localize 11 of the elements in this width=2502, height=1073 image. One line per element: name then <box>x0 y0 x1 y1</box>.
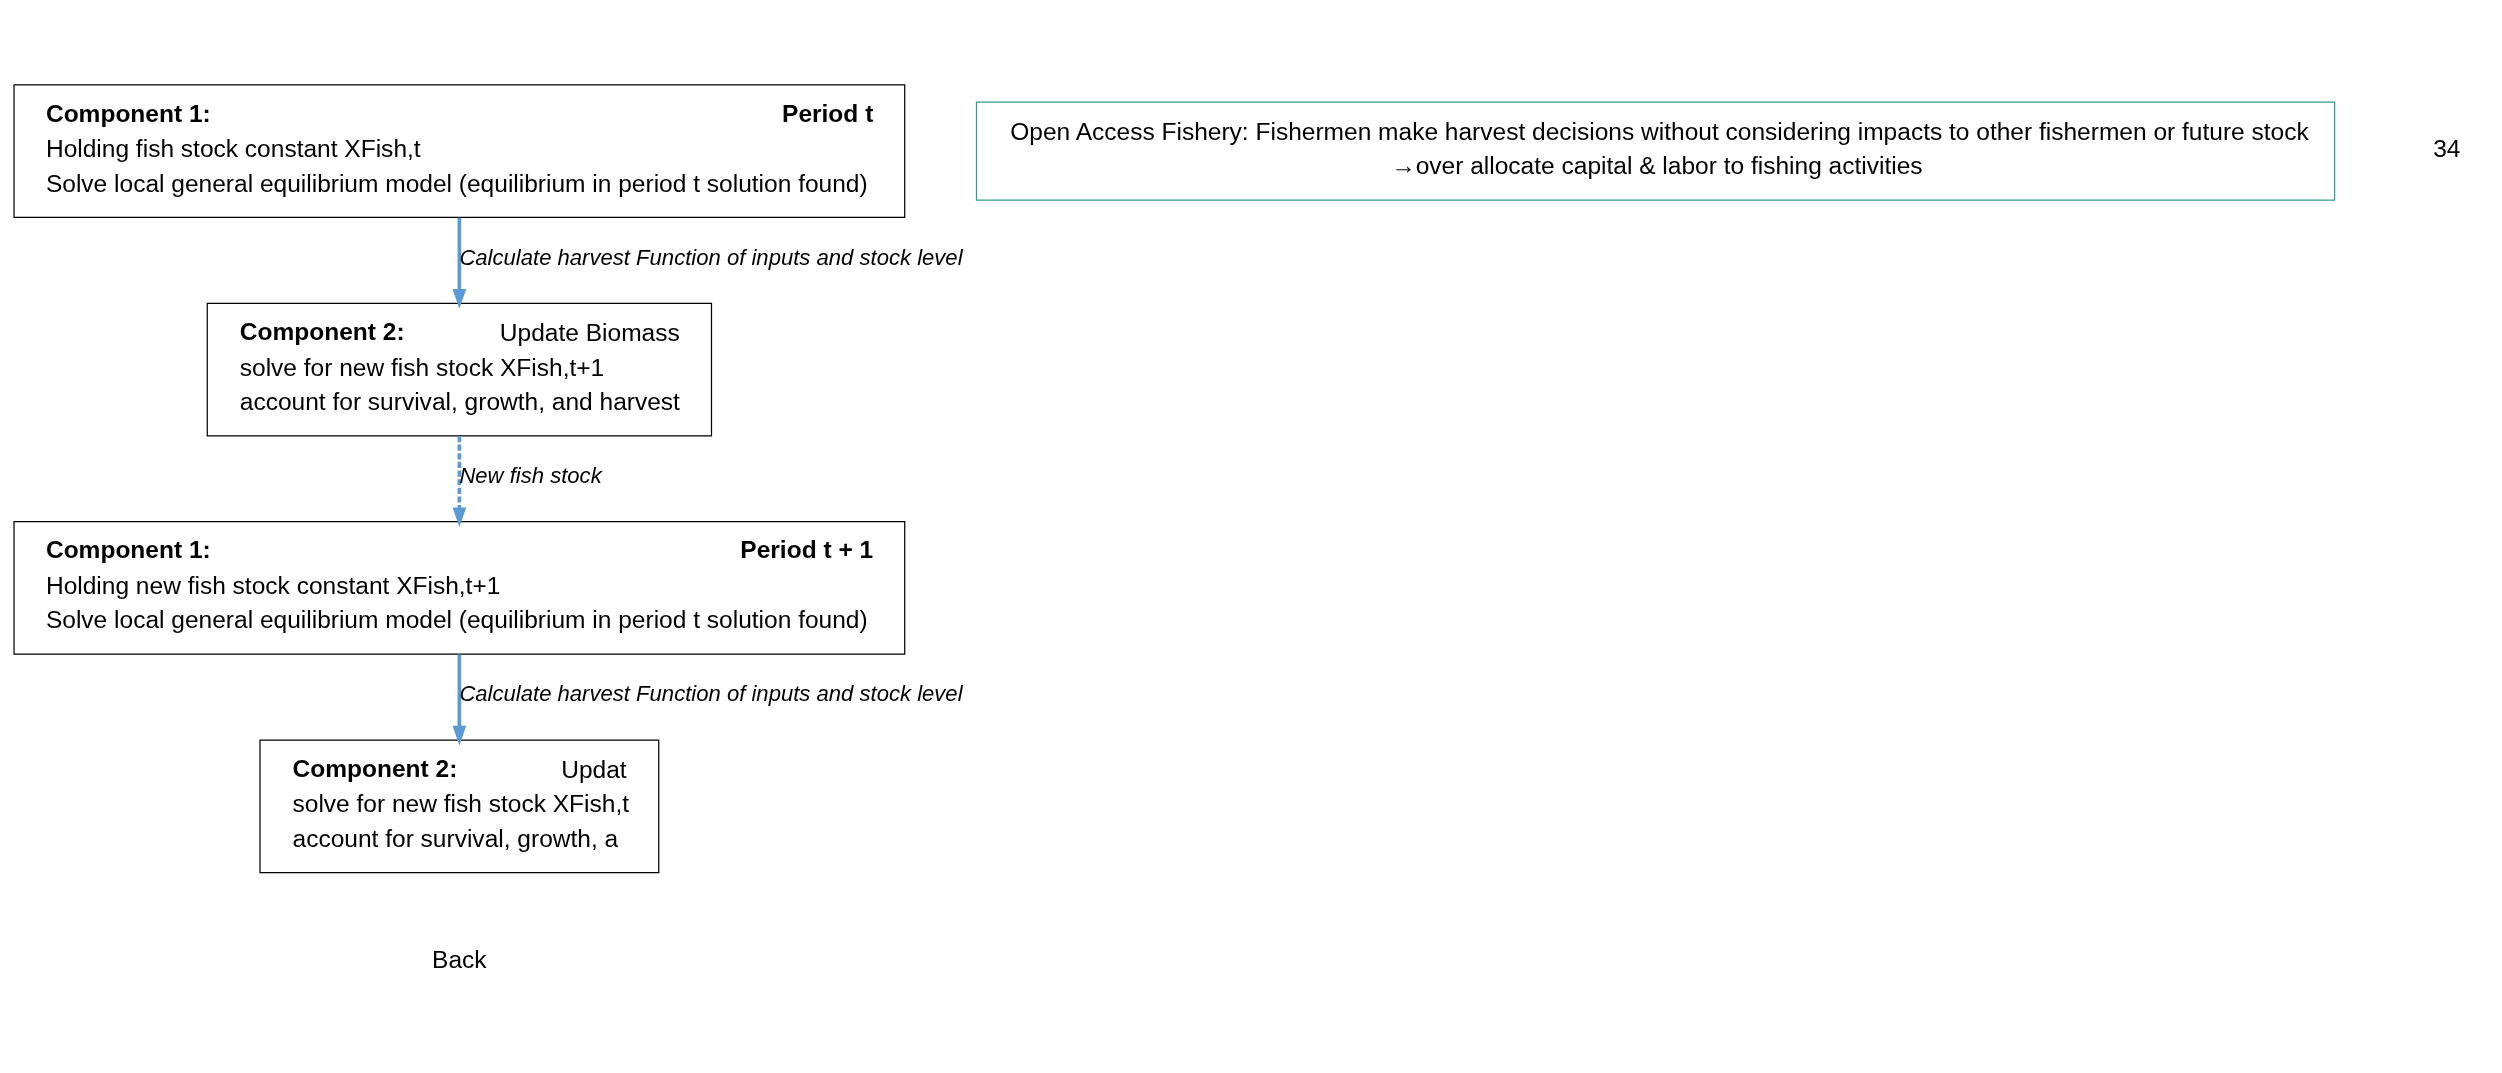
node-box: Open Access Fishery: Fishermen make harvest decisions without considering impacts to other fishermen or future stock →over allocate capital & labor to fishing activities <box>975 100 2336 201</box>
arrow <box>452 654 467 745</box>
node-box: Component 2: Updat solve for new fish stock XFish,t account for survival, growth, a <box>259 738 660 873</box>
arrow <box>452 217 467 309</box>
node-box: Component 1: Period t Holding fish stock constant XFish,t Solve local general equilibrium model (equilibrium in period t solution found) <box>13 83 906 218</box>
node-box: Component 2: Update Biomass solve for new fish stock XFish,t+1 account for survival, growth, and harvest <box>206 302 713 436</box>
label: 34 <box>2433 134 2461 162</box>
node-box: Component 1: Period t + 1 Holding new fish stock constant XFish,t+1 Solve local general equilibrium model (equilibrium in period t solution found) <box>13 520 906 655</box>
arrow <box>452 435 467 527</box>
label: Back <box>432 945 487 973</box>
edge-label: New fish stock <box>459 462 602 488</box>
